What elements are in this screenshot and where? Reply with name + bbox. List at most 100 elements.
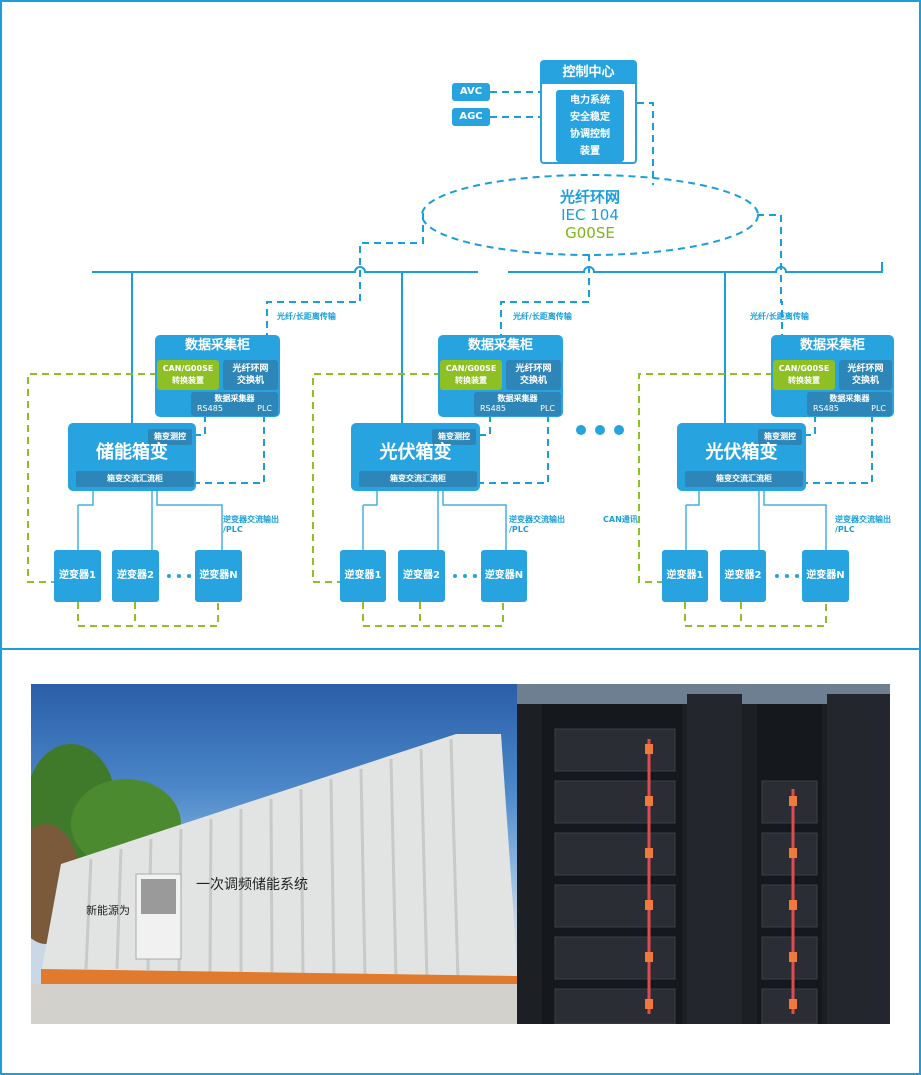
control-center-title: 控制中心: [542, 62, 635, 84]
b2-chain: [362, 602, 504, 627]
inverter: 逆变器N: [481, 550, 527, 602]
converter-line: 转换装置: [172, 376, 204, 385]
ring-protocol: IEC 104: [561, 206, 619, 224]
b1-chain: [77, 602, 219, 627]
output-label-line: 逆变器交流输出: [509, 515, 565, 524]
output-label-line: /PLC: [835, 525, 855, 534]
fiber-label: 光纤/长距离传输: [513, 312, 572, 321]
container-photo: 一次调频储能系统 新能源为: [31, 684, 517, 1024]
inverter: 逆变器2: [720, 550, 766, 602]
inverter: 逆变器2: [398, 550, 445, 602]
container-sign-main: 一次调频储能系统: [196, 877, 308, 893]
ac-combiner-cabinet: 箱变交流汇流柜: [76, 471, 194, 487]
collector-title: 数据采集器: [214, 394, 255, 403]
inverter: 逆变器N: [802, 550, 849, 602]
ring-goose: G00SE: [565, 224, 615, 242]
device-line: 装置: [580, 146, 600, 157]
container-sign-left: 新能源为: [86, 903, 130, 917]
converter-line: 转换装置: [455, 376, 487, 385]
collector-title: 数据采集器: [829, 394, 870, 403]
b3-plc: [806, 415, 873, 484]
fiber-ring-switch: 光纤环网 交换机: [223, 360, 278, 390]
inverter-output-label: 逆变器交流输出 /PLC: [509, 515, 565, 535]
inverter: 逆变器N: [195, 550, 242, 602]
ellipsis-dots: [453, 574, 477, 578]
more-branches-dots: [576, 425, 624, 435]
switch-line: 交换机: [851, 376, 879, 386]
transformer-title: 光伏箱变: [379, 442, 452, 463]
cabinet-title: 数据采集柜: [184, 338, 250, 353]
inverter-output-label: 逆变器交流输出 /PLC: [223, 515, 279, 535]
port-plc: PLC: [871, 404, 886, 413]
stability-control-device: 电力系统 安全稳定 协调控制 装置: [556, 90, 624, 162]
battery-rack-photo: [517, 684, 890, 1024]
data-collection-cabinet: 数据采集柜 CAN/G00SE 转换装置 光纤环网 交换机 数据采集器 RS48…: [155, 335, 280, 417]
b1-can: [27, 373, 157, 583]
control-center: 控制中心 电力系统 安全稳定 协调控制 装置: [540, 60, 637, 164]
can-goose-converter: CAN/G00SE 转换装置: [773, 360, 835, 390]
ring-network-label: 光纤环网 IEC 104 G00SE: [530, 188, 650, 242]
transformer-measure-tag: 箱变测控: [148, 429, 192, 445]
port-plc: PLC: [257, 404, 272, 413]
transformer-measure-tag: 箱变测控: [758, 429, 802, 445]
device-line: 安全稳定: [570, 112, 610, 123]
output-label-line: 逆变器交流输出: [223, 515, 279, 524]
pv-box-transformer: 箱变测控 光伏箱变 箱变交流汇流柜: [677, 423, 806, 491]
can-goose-converter: CAN/G00SE 转换装置: [440, 360, 502, 390]
b3-can: [638, 373, 773, 583]
ring-branch1: [266, 213, 424, 337]
data-collector: 数据采集器 RS485 PLC: [807, 392, 892, 416]
can-communication-label: CAN通讯: [603, 515, 638, 524]
fiber-ring-switch: 光纤环网 交换机: [839, 360, 892, 390]
ellipsis-dots: [167, 574, 191, 578]
agc-tag: AGC: [452, 108, 490, 126]
b1-plc: [196, 415, 265, 484]
converter-line: CAN/G00SE: [445, 364, 497, 373]
main-bus-left: [92, 266, 478, 273]
avc-tag: AVC: [452, 83, 490, 101]
port-rs485: RS485: [480, 404, 506, 413]
frame-divider: [0, 648, 921, 650]
ring-title: 光纤环网: [559, 188, 620, 206]
transformer-title: 储能箱变: [96, 442, 168, 463]
fiber-label: 光纤/长距离传输: [277, 312, 336, 321]
ac-combiner-cabinet: 箱变交流汇流柜: [359, 471, 477, 487]
output-label-line: /PLC: [223, 525, 243, 534]
inverter: 逆变器1: [662, 550, 708, 602]
output-label-line: /PLC: [509, 525, 529, 534]
data-collection-cabinet: 数据采集柜 CAN/G00SE 转换装置 光纤环网 交换机 数据采集器 RS48…: [438, 335, 563, 417]
cabinet-title: 数据采集柜: [799, 338, 865, 353]
converter-line: CAN/G00SE: [162, 364, 214, 373]
pv-box-transformer: 箱变测控 光伏箱变 箱变交流汇流柜: [351, 423, 480, 491]
switch-line: 交换机: [236, 376, 264, 386]
port-rs485: RS485: [197, 404, 223, 413]
transformer-measure-tag: 箱变测控: [432, 429, 476, 445]
b2-can: [312, 373, 441, 583]
fiber-label: 光纤/长距离传输: [750, 312, 809, 321]
can-goose-converter: CAN/G00SE 转换装置: [157, 360, 219, 390]
port-rs485: RS485: [813, 404, 839, 413]
transformer-title: 光伏箱变: [705, 442, 778, 463]
data-collection-cabinet: 数据采集柜 CAN/G00SE 转换装置 光纤环网 交换机 数据采集器 RS48…: [771, 335, 894, 417]
ring-branch2: [500, 254, 590, 337]
inverter: 逆变器2: [112, 550, 159, 602]
ac-combiner-cabinet: 箱变交流汇流柜: [685, 471, 803, 487]
b2-rs485: [480, 415, 491, 436]
fiber-ring-switch: 光纤环网 交换机: [506, 360, 561, 390]
connection-lines: [27, 91, 883, 627]
container-illustration: 一次调频储能系统 新能源为: [31, 734, 517, 1024]
b3-rs485: [806, 415, 816, 436]
converter-line: 转换装置: [788, 376, 820, 385]
inverter-output-label: 逆变器交流输出 /PLC: [835, 515, 891, 535]
switch-line: 交换机: [519, 376, 547, 386]
device-line: 协调控制: [570, 129, 610, 140]
storage-box-transformer: 箱变测控 储能箱变 箱变交流汇流柜: [68, 423, 196, 491]
switch-line: 光纤环网: [847, 364, 884, 374]
collector-title: 数据采集器: [497, 394, 538, 403]
data-collector: 数据采集器 RS485 PLC: [191, 392, 278, 416]
ellipsis-dots: [775, 574, 799, 578]
cabinet-title: 数据采集柜: [467, 338, 533, 353]
b2-plc: [480, 415, 549, 484]
